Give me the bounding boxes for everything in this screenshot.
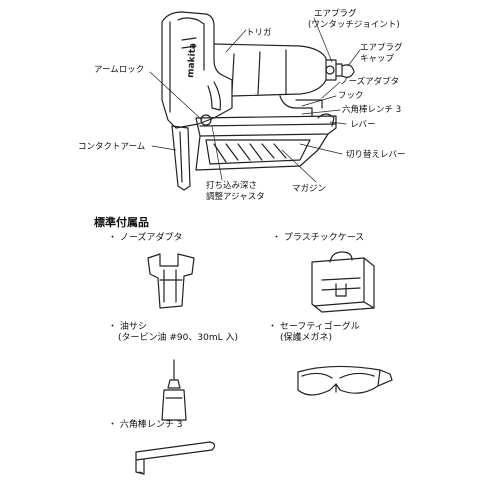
label-air-plug: エアプラグ xyxy=(314,9,357,19)
plastic-case-drawing xyxy=(311,251,375,313)
accessory-item: ・ プラスチックケース xyxy=(272,233,364,244)
label-air-plug-cap-1: エアプラグ xyxy=(360,43,403,53)
bullet: ・ xyxy=(272,233,282,243)
accessory-name: 油サシ xyxy=(119,322,147,332)
label-magazine: マガジン xyxy=(292,184,327,194)
label-switch-lever: 切り替えレバー xyxy=(346,150,406,160)
label-air-plug-cap-2: キャップ xyxy=(360,54,395,64)
bullet: ・ xyxy=(268,322,278,332)
accessory-item: ・ ノーズアダプタ xyxy=(108,233,182,244)
accessory-item: ・ 六角棒レンチ 3 xyxy=(108,420,182,431)
accessory-name: ノーズアダプタ xyxy=(119,233,183,243)
nose-adapter-drawing xyxy=(147,253,195,309)
accessories-title: 標準付属品 xyxy=(94,216,149,229)
accessory-name: 六角棒レンチ 3 xyxy=(119,420,183,430)
oil-can-drawing xyxy=(161,359,187,421)
accessory-sub: (タービン油 #90、30mL 入) xyxy=(118,333,238,343)
accessory-sub: (保護メガネ) xyxy=(280,333,333,343)
accessory-item: ・ 油サシ (タービン油 #90、30mL 入) xyxy=(108,322,238,344)
hex-wrench-drawing xyxy=(135,441,216,475)
label-depth-adjuster-2: 調整アジャスタ xyxy=(206,192,265,202)
leader-lines xyxy=(149,17,361,183)
bullet: ・ xyxy=(108,322,118,332)
safety-goggles-drawing xyxy=(297,365,393,396)
label-lever: レバー xyxy=(350,120,376,130)
label-air-plug-sub: (ワンタッチジョイント) xyxy=(308,20,400,30)
bullet: ・ xyxy=(108,233,118,243)
label-arm-lock: アームロック xyxy=(94,65,145,75)
accessory-name: プラスチックケース xyxy=(283,233,365,243)
accessory-name: セーフティゴーグル xyxy=(279,322,360,332)
accessory-item: ・ セーフティゴーグル (保護メガネ) xyxy=(268,322,360,344)
bullet: ・ xyxy=(108,420,118,430)
label-hook: フック xyxy=(338,91,364,101)
label-depth-adjuster-1: 打ち込み深さ xyxy=(206,181,258,191)
label-trigger: トリガ xyxy=(246,28,272,38)
label-hex-wrench: 六角棒レンチ 3 xyxy=(342,105,402,115)
nailer-drawing xyxy=(161,11,355,191)
label-contact-arm: コンタクトアーム xyxy=(78,142,146,152)
brand-mark: makita xyxy=(186,43,198,79)
label-nose-adapter: ノーズアダプタ xyxy=(340,77,400,87)
